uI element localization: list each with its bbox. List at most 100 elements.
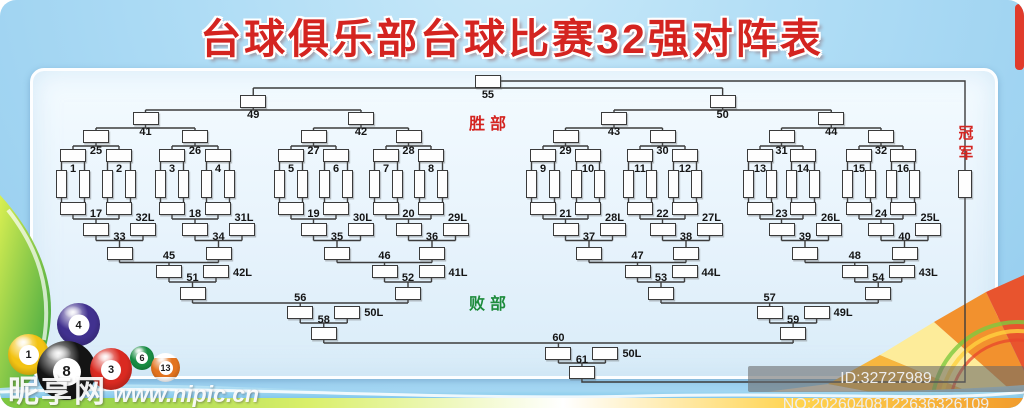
match-number-label: 41 xyxy=(139,126,152,138)
match-number-label: 60 xyxy=(552,331,565,344)
billiard-ball-4: 4 xyxy=(57,303,100,346)
match-number-label: 50L xyxy=(364,306,384,319)
match-number-label: 15 xyxy=(852,162,866,175)
match-box xyxy=(278,149,304,162)
player-slot-box xyxy=(56,170,67,198)
winner-box xyxy=(624,265,651,278)
arc-red xyxy=(948,338,1024,408)
ball-highlight xyxy=(96,350,115,363)
match-box xyxy=(672,149,698,162)
match-number-label: 27L xyxy=(702,211,721,224)
match-number-label: 13 xyxy=(753,162,767,175)
match-number-label: 32L xyxy=(135,211,155,224)
loser-slot-box xyxy=(60,202,86,215)
ball-number: 8 xyxy=(52,357,81,386)
player-slot-box xyxy=(786,170,797,198)
match-box xyxy=(60,149,86,162)
player-slot-box xyxy=(668,170,679,198)
player-slot-box xyxy=(102,170,113,198)
match-number-label: 21 xyxy=(559,208,572,220)
player-slot-box xyxy=(342,170,353,198)
drop-in-box xyxy=(696,223,723,236)
loser-slot-box xyxy=(418,202,444,215)
match-box xyxy=(106,149,132,162)
match-number-label: 4 xyxy=(214,162,222,175)
match-number-label: 58 xyxy=(317,313,330,326)
arc-green xyxy=(930,320,1024,408)
player-slot-box xyxy=(392,170,403,198)
match-number-label: 53 xyxy=(654,271,668,284)
player-slot-box xyxy=(549,170,560,198)
player-slot-box xyxy=(623,170,634,198)
match-number-label: 30L xyxy=(353,211,372,224)
player-slot-box xyxy=(646,170,657,198)
match-box xyxy=(768,130,795,143)
player-slot-box xyxy=(297,170,308,198)
match-number-label: 2 xyxy=(115,162,123,175)
match-number-label: 33 xyxy=(113,230,126,243)
match-number-label: 31L xyxy=(234,211,254,224)
match-box xyxy=(709,95,736,108)
winner-box xyxy=(768,223,795,236)
drop-in-box xyxy=(888,265,915,278)
drop-in-box xyxy=(592,347,619,360)
match-box xyxy=(868,130,894,143)
match-box xyxy=(747,149,773,162)
player-slot-box xyxy=(224,170,235,198)
winner-box xyxy=(419,247,445,260)
drop-in-box xyxy=(130,223,156,236)
match-number-label: 49 xyxy=(247,108,260,121)
loser-slot-box xyxy=(205,202,231,215)
player-slot-box xyxy=(274,170,285,198)
match-number-label: 49L xyxy=(833,306,853,319)
match-box xyxy=(418,149,444,162)
winner-box xyxy=(395,223,422,236)
ball-highlight xyxy=(133,347,144,355)
winner-box xyxy=(792,247,818,260)
match-number-label: 28L xyxy=(605,211,624,224)
match-number-label: 16 xyxy=(896,162,910,175)
match-box xyxy=(474,74,501,88)
match-number-label: 41L xyxy=(448,267,468,279)
match-box xyxy=(373,149,399,162)
drop-in-box xyxy=(418,265,445,278)
player-slot-box xyxy=(319,170,330,198)
match-number-label: 1 xyxy=(69,162,77,175)
winner-box xyxy=(179,287,206,300)
match-number-label: 32 xyxy=(874,145,888,157)
player-slot-box xyxy=(743,170,754,198)
ball-highlight xyxy=(46,344,72,362)
billiard-ball-6: 6 xyxy=(130,346,154,370)
match-number-label: 8 xyxy=(427,162,435,175)
corner-red-stripe xyxy=(1015,4,1024,70)
drop-in-box xyxy=(671,265,698,278)
loser-slot-box xyxy=(627,202,653,215)
drop-in-box xyxy=(229,223,255,236)
match-number-label: 29 xyxy=(559,145,572,157)
match-box xyxy=(132,112,159,125)
match-box xyxy=(530,149,556,162)
bottom-strip xyxy=(0,398,1024,408)
match-box xyxy=(790,149,816,162)
winner-box xyxy=(371,265,398,278)
match-number-label: 42 xyxy=(354,126,368,138)
match-number-label: 20 xyxy=(402,208,415,220)
winner-box xyxy=(156,265,182,278)
player-slot-box xyxy=(414,170,425,198)
winner-box xyxy=(649,223,676,236)
winner-box xyxy=(300,223,327,236)
loser-slot-box xyxy=(846,202,872,215)
winner-box xyxy=(106,247,133,260)
losers-section-label: 败部 xyxy=(468,296,512,313)
drop-in-box xyxy=(599,223,626,236)
player-slot-box xyxy=(865,170,876,198)
match-number-label: 48 xyxy=(848,250,861,262)
drop-in-box xyxy=(203,265,229,278)
ball-number: 3 xyxy=(101,359,121,380)
match-number-label: 50L xyxy=(622,347,642,360)
billiard-ball-3: 3 xyxy=(90,348,132,390)
player-slot-box xyxy=(526,170,537,198)
match-box xyxy=(890,149,916,162)
match-box xyxy=(818,112,845,125)
